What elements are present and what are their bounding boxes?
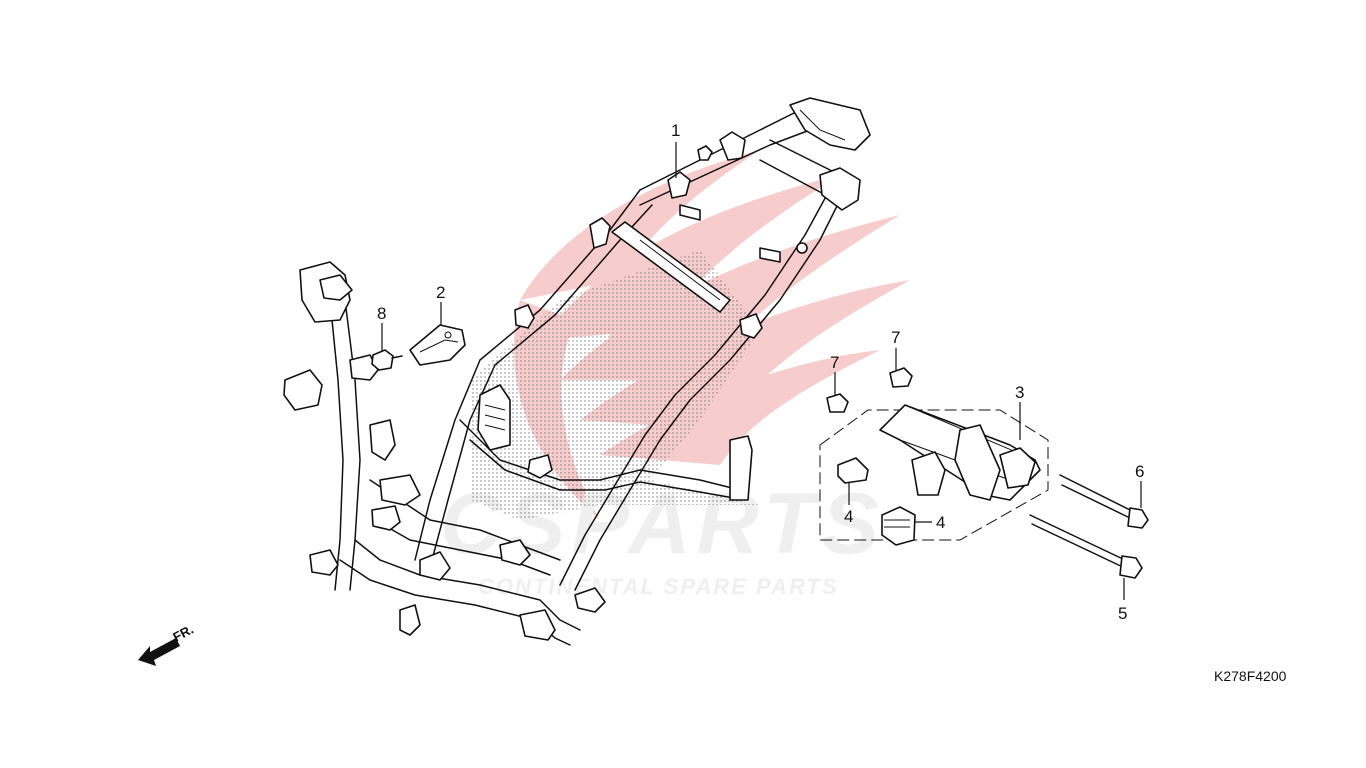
callout-4a: 4 [844, 507, 853, 526]
callout-2: 2 [436, 283, 445, 302]
callout-5: 5 [1118, 604, 1127, 623]
callout-4b: 4 [936, 513, 945, 532]
callout-7a: 7 [830, 353, 839, 372]
callout-8: 8 [377, 304, 386, 323]
front-arrow-icon [138, 638, 180, 666]
diagram-code: K278F4200 [1214, 668, 1287, 684]
main-frame [283, 97, 871, 646]
bracket-part-2 [409, 324, 466, 366]
callout-6: 6 [1135, 462, 1144, 481]
callout-1: 1 [671, 121, 680, 140]
front-direction-indicator: FR. [138, 622, 196, 666]
callout-7b: 7 [891, 328, 900, 347]
mount-assembly [819, 367, 1149, 579]
callout-3: 3 [1015, 383, 1024, 402]
watermark-tagline: CONTINENTAL SPARE PARTS [478, 574, 839, 599]
callouts: 1 2 3 4 4 5 6 7 7 8 [377, 121, 1144, 623]
frame-shading [470, 250, 760, 520]
leader-lines [381, 142, 1142, 600]
bolt-part-8 [371, 349, 403, 371]
